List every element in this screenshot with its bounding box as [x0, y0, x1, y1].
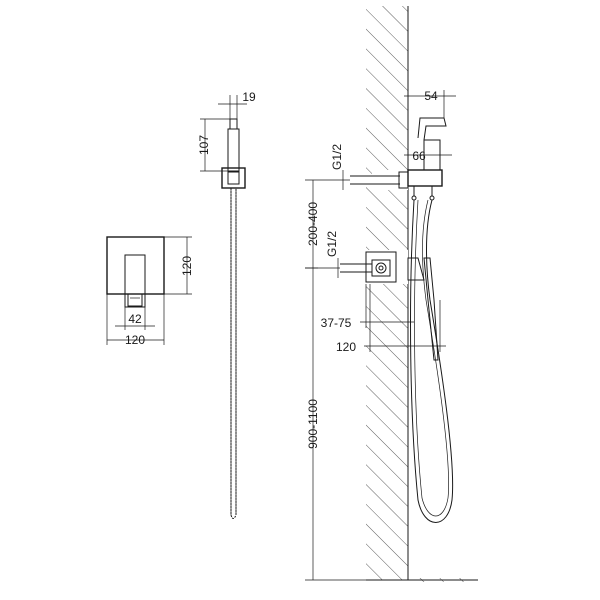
wall-holder	[221, 167, 246, 189]
dim-plate-projection: 120	[336, 284, 446, 354]
dim-handset-offset: 54	[404, 89, 456, 170]
dim-handle-width: 42	[115, 307, 155, 330]
wall-connection	[407, 257, 425, 281]
handset-body	[227, 128, 240, 172]
dim-vertical-spacing: 200-400	[305, 179, 350, 269]
hose-side-view	[410, 199, 454, 523]
dim-handset-length-label: 107	[197, 135, 211, 155]
dim-plate-height-label: 120	[180, 256, 194, 276]
dim-top-width: 19	[218, 90, 256, 119]
mixer-front-view	[106, 236, 165, 308]
dim-handset-depth-label: 66	[412, 149, 426, 163]
thread-bottom-label: G1/2	[325, 231, 339, 257]
dim-plate-projection-label: 120	[336, 340, 356, 354]
dim-plate-width: 120	[106, 294, 165, 347]
dim-handset-length: 107	[197, 118, 230, 172]
dim-vertical-spacing-label: 200-400	[306, 202, 320, 246]
handle-tip	[127, 293, 143, 307]
mixer-handle	[124, 254, 146, 308]
dim-mount-height: 900-1100	[305, 267, 366, 581]
dim-handset-offset-label: 54	[424, 89, 438, 103]
mixer-body-in-wall	[365, 251, 397, 283]
thread-top-label: G1/2	[330, 144, 344, 170]
thread-top: G1/2	[330, 144, 344, 190]
wall-section	[366, 6, 478, 582]
thread-bottom: G1/2	[325, 231, 339, 278]
dim-wall-depth: 37-75	[321, 284, 414, 330]
cover-plate	[106, 236, 165, 295]
dim-handle-width-label: 42	[128, 312, 142, 326]
handset-front-view	[221, 118, 246, 519]
dim-wall-depth-label: 37-75	[321, 316, 352, 330]
dim-mount-height-label: 900-1100	[306, 399, 320, 449]
dim-plate-width-label: 120	[125, 333, 145, 347]
valve-circle	[375, 262, 387, 274]
wall-hatch	[366, 6, 408, 580]
lower-wall-box	[340, 250, 408, 284]
dim-handset-depth: 66	[404, 149, 452, 170]
handset-head	[229, 118, 238, 130]
dim-top-width-label: 19	[242, 90, 256, 104]
hose-front	[230, 188, 237, 519]
dim-plate-height: 120	[164, 236, 194, 295]
upper-wall-outlet	[350, 170, 409, 190]
